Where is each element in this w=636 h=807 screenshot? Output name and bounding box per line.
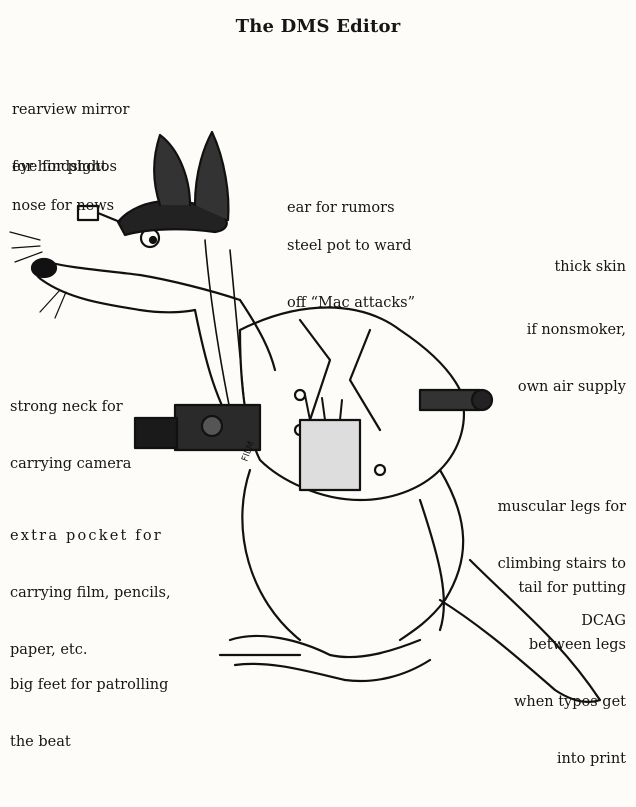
kangaroo-ear-right [193, 130, 230, 222]
label-rearview-mirror: rearview mirror for hindsight [12, 102, 130, 175]
coat-pocket [298, 418, 362, 492]
label-pocket: extra pocket for carrying film, pencils,… [10, 528, 171, 658]
label-legs: muscular legs for climbing stairs to DCA… [497, 499, 626, 629]
camera-body [173, 403, 262, 452]
label-thick-skin: thick skin [554, 259, 626, 275]
kangaroo-whiskers [9, 231, 67, 319]
kangaroo-ear-left [153, 133, 192, 207]
label-tail: tail for putting between legs when typos… [513, 580, 626, 767]
label-ear: ear for rumors [287, 200, 395, 216]
kangaroo-rear-leg [398, 468, 465, 642]
kangaroo-body [241, 468, 446, 642]
diagram-page: The DMS Editor [9, 16, 626, 767]
trench-coat [238, 306, 465, 502]
diagram-title: The DMS Editor [235, 16, 401, 37]
kangaroo-nose [30, 257, 58, 279]
camera-strap [204, 239, 246, 411]
kangaroo-tail [438, 558, 602, 704]
label-feet: big feet for patrolling the beat [10, 677, 169, 750]
label-nose: nose for news [12, 198, 115, 214]
camera-lens [133, 416, 179, 450]
label-eye: eye for photos [12, 159, 117, 175]
label-steel-pot: steel pot to ward off “Mac attacks” [287, 238, 415, 311]
label-air-supply: if nonsmoker, own air supply [517, 322, 626, 395]
kangaroo-feet [218, 634, 432, 683]
label-neck: strong neck for carrying camera [10, 399, 132, 472]
kangaroo-illustration: FILM [9, 130, 602, 704]
